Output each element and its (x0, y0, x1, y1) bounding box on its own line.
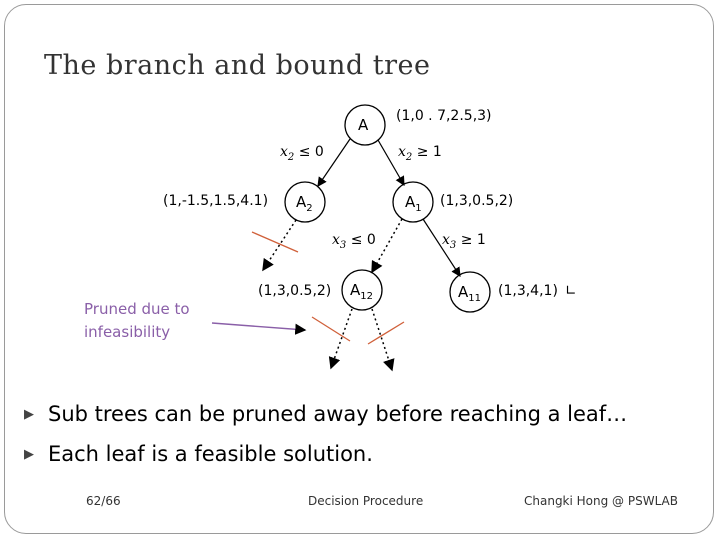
edge-a-a1 (377, 139, 405, 187)
node-a11-value: (1,3,4,1) (498, 283, 558, 299)
edge-a-a2 (317, 138, 351, 187)
edge-a12-right (371, 308, 395, 372)
footer-center: Decision Procedure (308, 494, 424, 508)
node-a2-circle (284, 181, 326, 223)
check-mark: ∟ (565, 283, 577, 299)
slide-frame (4, 4, 714, 534)
edge-a1-right-label: x3 ≥ 1 (442, 232, 486, 251)
node-a11-label: A11 (458, 283, 481, 304)
edge-a2-pruned (262, 219, 297, 272)
node-a-value: (1,0 . 7,2.5,3) (396, 108, 492, 124)
prune-mark-a2 (251, 231, 299, 253)
node-a11-circle (449, 271, 491, 313)
node-a2-value: (1,-1.5,1.5,4.1) (163, 193, 269, 209)
bullet-text: Sub trees can be pruned away before reac… (48, 402, 628, 426)
edge-a1-a12 (371, 218, 403, 274)
node-a12-circle (341, 269, 383, 311)
node-a12-value: (1,3,0.5,2) (258, 283, 332, 299)
edge-left-label: x2 ≤ 0 (280, 144, 324, 163)
node-a1-label: A1 (405, 193, 422, 214)
edge-a1-left-label: x3 ≤ 0 (332, 232, 376, 251)
slide-title: The branch and bound tree (44, 50, 431, 81)
footer-author: Changki Hong @ PSWLAB (524, 494, 678, 508)
node-a2-label: A2 (296, 193, 313, 214)
bullet-item: ▶ Sub trees can be pruned away before re… (24, 394, 627, 434)
node-a-label: A (358, 116, 369, 134)
footer-page-number: 62/66 (86, 494, 121, 508)
prune-mark-right (367, 321, 405, 345)
bullet-list: ▶ Sub trees can be pruned away before re… (24, 394, 627, 474)
edge-right-label: x2 ≥ 1 (398, 144, 442, 163)
bullet-arrow-icon: ▶ (24, 446, 34, 462)
node-a-circle (344, 104, 386, 146)
prune-mark-left (311, 316, 351, 342)
bullet-item: ▶ Each leaf is a feasible solution. (24, 434, 627, 474)
note-pointer (211, 322, 307, 335)
bullet-text: Each leaf is a feasible solution. (48, 442, 373, 466)
pruned-note-line-1: Pruned due to (84, 300, 190, 318)
node-a1-value: (1,3,0.5,2) (440, 193, 514, 209)
edge-a1-a11 (422, 218, 461, 278)
pruned-note: Pruned due to infeasibility (84, 298, 190, 344)
bullet-arrow-icon: ▶ (24, 406, 34, 422)
pruned-note-line-2: infeasibility (84, 323, 171, 341)
node-a12-label: A12 (350, 281, 373, 302)
edge-a12-left (328, 308, 353, 370)
node-a1-circle (392, 181, 434, 223)
